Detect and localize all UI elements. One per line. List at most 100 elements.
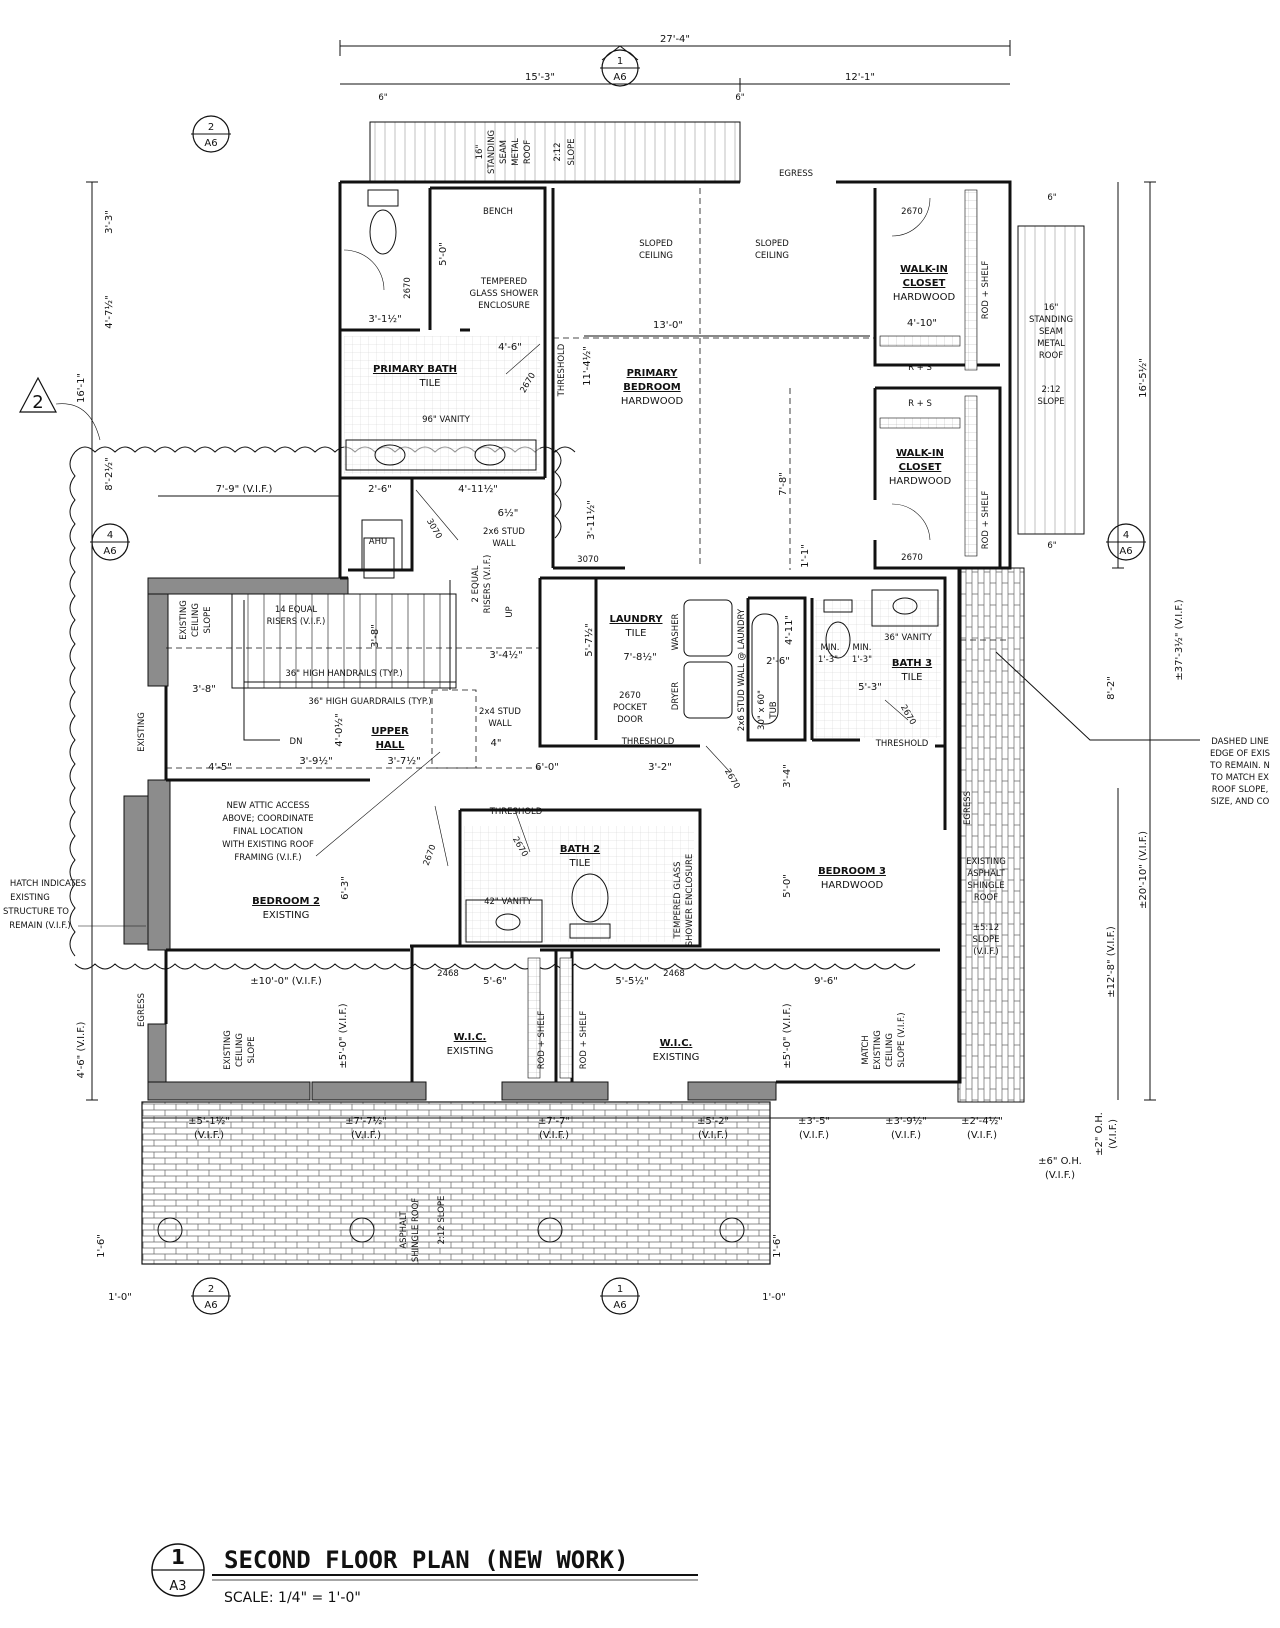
note-line: EXISTING [966, 857, 1006, 867]
guardrails-label: 36" HIGH GUARDRAILS (TYP.) [308, 697, 431, 707]
drawing-title: SECOND FLOOR PLAN (NEW WORK) [224, 1546, 629, 1574]
dim: 1'-1" [800, 544, 811, 568]
existing-label: EXISTING [137, 712, 147, 752]
title-block: 1 A3 SECOND FLOOR PLAN (NEW WORK) SCALE:… [151, 1543, 698, 1606]
dim: (V.I.F.) [698, 1130, 728, 1141]
note-line: ASPHALT [967, 869, 1005, 879]
room-bedroom-3: BEDROOM 3 HARDWOOD [818, 866, 886, 891]
dim: 5'-0" [782, 874, 793, 898]
rod-shelf-label: ROD + SHELF [579, 1011, 589, 1070]
note-line: METAL [511, 138, 521, 166]
note-line: SEAM [1039, 327, 1063, 337]
dn-label: DN [290, 737, 303, 747]
roof-vent [719, 1217, 745, 1243]
door-tag: 2670 [901, 553, 923, 563]
note-line: SLOPE (V.I.F.) [897, 1012, 907, 1067]
door-tag: 2670 [722, 767, 741, 791]
sloped-ceiling-label: CEILING [639, 251, 673, 261]
section-marker-top-center: 1 A6 [600, 45, 640, 87]
room-finish: HARDWOOD [621, 396, 684, 407]
asphalt-bottom-label: ASPHALT SHINGLE ROOF 2:12 SLOPE [399, 1196, 447, 1263]
room-name: WALK-IN [900, 264, 948, 275]
note-line: NEW ATTIC ACCESS [226, 801, 309, 811]
threshold-label: THRESHOLD [875, 739, 929, 749]
note-line: EDGE OF EXIS [1210, 749, 1270, 759]
rod-shelf-label: ROD + SHELF [981, 491, 991, 550]
room-finish: HARDWOOD [893, 292, 956, 303]
note-line: FRAMING (V.I.F.) [234, 853, 301, 863]
bottom-dimensions: ±5'-1½" (V.I.F.) ±7'-7½" (V.I.F.) ±7'-7"… [96, 1112, 1119, 1303]
dim: (V.I.F.) [891, 1130, 921, 1141]
note-line: SLOPE [567, 138, 577, 165]
closet-shelves [527, 189, 978, 1079]
dim: 3'-11½" [585, 500, 597, 540]
roof-top-metal [369, 121, 741, 183]
note-line: STANDING [487, 130, 497, 174]
egress-label: EGRESS [779, 169, 813, 179]
dim-right-37-3: ±37'-3½" (V.I.F.) [1173, 599, 1185, 680]
dim: 1'-6" [96, 1234, 107, 1258]
room-name: BEDROOM 3 [818, 866, 886, 877]
room-wic-2: W.I.C. EXISTING [653, 1038, 700, 1063]
dim: 1'-3" [818, 655, 838, 665]
room-finish: TILE [419, 378, 441, 389]
existing-wall [311, 1081, 427, 1101]
shower-label: TEMPERED [480, 277, 528, 287]
note-line: SEAM [499, 140, 509, 164]
existing-wall [147, 1081, 311, 1101]
dim: 3'-9½" [299, 755, 332, 767]
dim: ±5'-0" (V.I.F.) [782, 1003, 793, 1068]
roof-vent [157, 1217, 183, 1243]
match-slope-label: MATCH EXISTING CEILING SLOPE (V.I.F.) [861, 1012, 907, 1069]
note-line: SHINGLE ROOF [411, 1198, 421, 1262]
room-finish: EXISTING [263, 910, 310, 921]
exterior-wall [338, 182, 348, 580]
dim: 5'-5½" [615, 975, 648, 987]
note-line: DASHED LINE [1211, 737, 1269, 747]
hatch-note: HATCH INDICATES EXISTING STRUCTURE TO RE… [3, 879, 146, 931]
dryer-label: DRYER [671, 682, 681, 710]
room-name: UPPER [371, 726, 409, 737]
revision-tag: 2 [19, 376, 101, 441]
dim: 4'-11" [784, 615, 795, 645]
roof-right-asphalt [957, 567, 1025, 1103]
dim: 4'-10" [907, 318, 937, 329]
room-primary-bedroom: PRIMARY BEDROOM HARDWOOD [621, 368, 684, 407]
threshold-label: THRESHOLD [557, 343, 567, 397]
note-line: CEILING [885, 1033, 895, 1067]
dim: ±3'-9½" [885, 1115, 927, 1127]
note-line: ROOF [523, 140, 533, 164]
egress-label: EGRESS [963, 791, 973, 825]
drawing-number: 1 [171, 1545, 185, 1569]
room-name: W.I.C. [454, 1032, 487, 1043]
room-name-2: BEDROOM [623, 382, 680, 393]
revision-number: 2 [32, 392, 43, 413]
interior-walls [166, 186, 1002, 1082]
room-name: BATH 3 [892, 658, 932, 669]
dim-left-16-1: 16'-1" [76, 373, 87, 403]
dim: 7'-9" (V.I.F.) [216, 484, 273, 495]
min-label: MIN. [821, 643, 840, 653]
dim-overall-width: 27'-4" [660, 34, 690, 45]
section-marker-bottom-left: 2 A6 [191, 1277, 231, 1315]
room-laundry: LAUNDRY TILE [610, 614, 664, 639]
attic-access-note: NEW ATTIC ACCESS ABOVE; COORDINATE FINAL… [222, 751, 441, 863]
dim: 2'-6" [766, 656, 790, 667]
dim: (V.I.F.) [194, 1130, 224, 1141]
roof-vent [349, 1217, 375, 1243]
room-name: BATH 2 [560, 844, 600, 855]
door-swings [343, 197, 931, 867]
dim: ±3'-5" [798, 1116, 830, 1127]
room-walk-in-closet-1: WALK-IN CLOSET HARDWOOD [893, 264, 956, 303]
dim: 4'-0½" [333, 713, 345, 746]
room-bath-2: BATH 2 TILE [560, 844, 600, 869]
existing-wall [687, 1081, 777, 1101]
drawing-scale: SCALE: 1/4" = 1'-0" [224, 1590, 361, 1606]
room-walk-in-closet-2: WALK-IN CLOSET HARDWOOD [889, 448, 952, 487]
section-num: 1 [617, 56, 623, 67]
section-sheet: A6 [613, 72, 626, 83]
dim: ±5'-1½" [188, 1115, 230, 1127]
room-name-2: CLOSET [899, 462, 942, 473]
stairs [231, 580, 457, 741]
